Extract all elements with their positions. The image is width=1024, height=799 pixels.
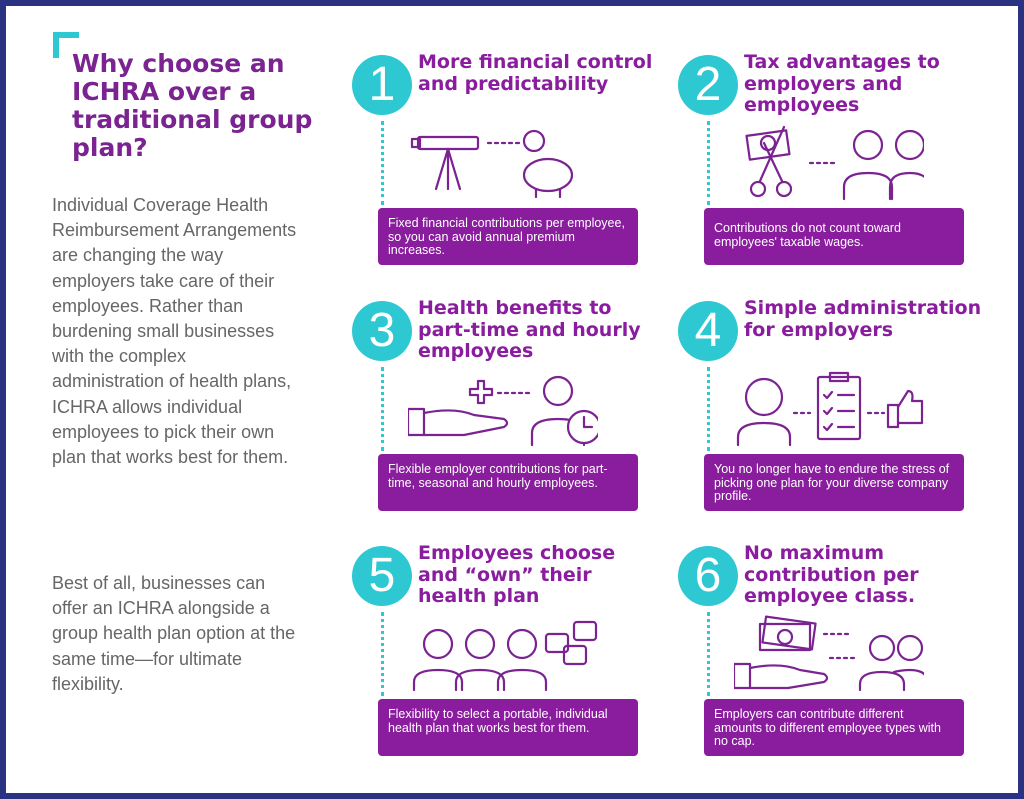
benefit-heading: Employees choose and “own” their health … xyxy=(418,542,616,607)
number-badge: 1 xyxy=(352,55,412,115)
hand-employee-clock-icon xyxy=(406,369,602,449)
dotted-connector xyxy=(381,367,384,451)
benefit-item-5: 5 Employees choose and “own” their healt… xyxy=(352,542,652,766)
number-badge: 4 xyxy=(678,301,738,361)
page-title: Why choose an ICHRA over a traditional g… xyxy=(72,49,313,162)
benefit-description: Flexible employer contributions for part… xyxy=(378,454,638,511)
benefit-item-1: 1 More financial control and predictabil… xyxy=(352,51,652,275)
dotted-connector xyxy=(707,121,710,205)
benefit-item-4: 4 Simple administration for employers Yo… xyxy=(678,297,981,521)
benefit-description: Flexibility to select a portable, indivi… xyxy=(378,699,638,756)
number-badge: 5 xyxy=(352,546,412,606)
closing-paragraph: Best of all, businesses can offer an ICH… xyxy=(52,573,296,694)
benefit-description: You no longer have to endure the stress … xyxy=(704,454,964,511)
benefit-item-2: 2 Tax advantages to employers and employ… xyxy=(678,51,978,275)
benefit-heading: More financial control and predictabilit… xyxy=(418,51,653,95)
dotted-connector xyxy=(381,121,384,205)
benefit-heading: No maximum contribution per employee cla… xyxy=(744,542,919,607)
benefit-description: Fixed financial contributions per employ… xyxy=(378,208,638,265)
number-badge: 2 xyxy=(678,55,738,115)
number-badge: 3 xyxy=(352,301,412,361)
scissors-cut-money-employees-icon xyxy=(734,123,932,203)
dotted-connector xyxy=(381,612,384,696)
benefit-item-3: 3 Health benefits to part-time and hourl… xyxy=(352,297,652,521)
telescope-piggy-bank-icon xyxy=(408,123,598,203)
benefit-description: Contributions do not count toward employ… xyxy=(704,208,964,265)
benefit-heading: Tax advantages to employers and employee… xyxy=(744,51,940,116)
intro-paragraph: Individual Coverage Health Reimbursement… xyxy=(52,195,297,468)
employees-abc-choices-icon xyxy=(408,614,598,694)
benefit-item-6: 6 No maximum contribution per employee c… xyxy=(678,542,978,766)
hand-money-employees-icon xyxy=(732,614,930,694)
dotted-connector xyxy=(707,612,710,696)
corner-bracket-decoration xyxy=(53,32,79,58)
benefit-heading: Health benefits to part-time and hourly … xyxy=(418,297,641,362)
benefit-heading: Simple administration for employers xyxy=(744,297,982,341)
benefit-description: Employers can contribute different amoun… xyxy=(704,699,964,756)
number-badge: 6 xyxy=(678,546,738,606)
person-checklist-thumbs-up-icon xyxy=(734,369,924,449)
dotted-connector xyxy=(707,367,710,451)
